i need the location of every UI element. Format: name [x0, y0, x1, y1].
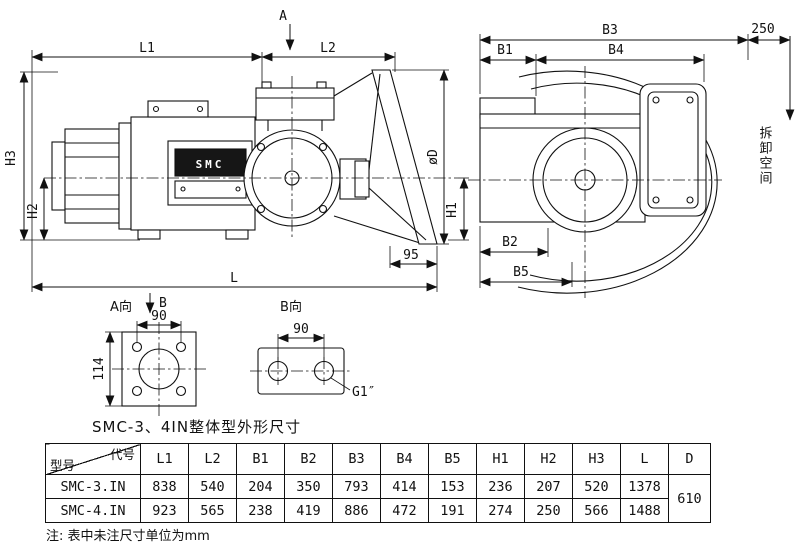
cell-value: 191: [428, 498, 477, 523]
dim-label-95: 95: [403, 248, 419, 263]
cell-value: 1378: [620, 474, 669, 499]
actuator-nameplate: SMC: [196, 158, 225, 171]
section-a-label: A: [279, 9, 287, 24]
dim-label-h2: H2: [26, 203, 41, 219]
cell-value: 793: [332, 474, 381, 499]
cell-value: 350: [284, 474, 333, 499]
view-b-centerlines: [250, 357, 352, 385]
cell-value: 419: [284, 498, 333, 523]
col-header-l1: L1: [140, 443, 189, 475]
side-view-centerlines: [44, 76, 458, 240]
table-row-smc4: SMC-4.IN 923 565 238 419 886 472 191 274…: [45, 498, 711, 523]
col-header-b5: B5: [428, 443, 477, 475]
cell-value: 838: [140, 474, 189, 499]
col-header-h3: H3: [572, 443, 621, 475]
dim-label-h3: H3: [4, 150, 19, 166]
table-row-smc3: SMC-3.IN 838 540 204 350 793 414 153 236…: [45, 474, 711, 523]
end-view-dimension-lines: [479, 35, 791, 287]
cell-value: 472: [380, 498, 429, 523]
table-header-row: 代号 型号 L1 L2 B1 B2 B3 B4 B5 H1 H2 H3 L D: [45, 443, 711, 475]
table-corner-cell: 代号 型号: [45, 443, 141, 475]
dim-label-l2: L2: [320, 41, 336, 56]
col-header-d: D: [668, 443, 711, 475]
corner-label-model: 型号: [50, 458, 76, 473]
dim-label-90b: 90: [293, 322, 309, 337]
cell-model: SMC-3.IN: [45, 474, 141, 499]
cell-value: 207: [524, 474, 573, 499]
cell-value: 923: [140, 498, 189, 523]
cell-value: 236: [476, 474, 525, 499]
cell-value: 274: [476, 498, 525, 523]
cell-value: 540: [188, 474, 237, 499]
corner-label-code: 代号: [109, 447, 135, 462]
dim-label-l: L: [230, 271, 238, 286]
section-b-label: B: [159, 296, 167, 311]
col-header-b3: B3: [332, 443, 381, 475]
dim-label-h1: H1: [445, 202, 460, 218]
dim-label-b2: B2: [502, 235, 518, 250]
dim-label-l1: L1: [139, 41, 155, 56]
end-view-geometry: [479, 70, 718, 294]
unit-note: 注: 表中未注尺寸单位为mm: [46, 529, 210, 544]
cell-value: 153: [428, 474, 477, 499]
cell-value: 1488: [620, 498, 669, 523]
col-header-h1: H1: [476, 443, 525, 475]
col-header-b1: B1: [236, 443, 285, 475]
col-header-l: L: [620, 443, 669, 475]
side-view-geometry: [51, 69, 438, 245]
col-header-h2: H2: [524, 443, 573, 475]
dim-label-b4: B4: [608, 43, 624, 58]
cell-model: SMC-4.IN: [45, 498, 141, 523]
cell-value: 414: [380, 474, 429, 499]
view-a-label: A向: [110, 299, 132, 315]
dim-label-114: 114: [92, 357, 107, 381]
cell-value: 520: [572, 474, 621, 499]
cell-value: 204: [236, 474, 285, 499]
dim-label-90a: 90: [151, 309, 167, 324]
cell-value: 566: [572, 498, 621, 523]
dimension-table: 代号 型号 L1 L2 B1 B2 B3 B4 B5 H1 H2 H3 L D …: [45, 443, 711, 523]
end-view-centerlines: [468, 66, 722, 298]
view-a-centerlines: [112, 322, 206, 416]
view-a-extension-lines: [105, 321, 182, 407]
dim-label-250: 250: [751, 22, 774, 37]
cell-value: 250: [524, 498, 573, 523]
technical-drawing: SMC L1 L2 A B H3 H2 L 95: [4, 9, 795, 416]
col-header-l2: L2: [188, 443, 237, 475]
dim-label-b1: B1: [497, 43, 513, 58]
cell-value: 238: [236, 498, 285, 523]
dim-label-b5: B5: [513, 265, 529, 280]
cell-d-merged: 610: [668, 474, 711, 523]
thread-callout-g1: G1″: [352, 385, 375, 400]
side-view-dimension-lines: [19, 52, 469, 407]
cell-value: 565: [188, 498, 237, 523]
col-header-b2: B2: [284, 443, 333, 475]
dim-label-phi-d: øD: [426, 149, 441, 165]
cell-value: 886: [332, 498, 381, 523]
dim-label-b3: B3: [602, 23, 618, 38]
clearance-space-label: 拆卸空间: [757, 126, 773, 186]
drawing-caption: SMC-3、4IN整体型外形尺寸: [92, 418, 302, 436]
view-b-extension-lines: [277, 334, 351, 391]
col-header-b4: B4: [380, 443, 429, 475]
view-b-label: B向: [280, 299, 302, 315]
